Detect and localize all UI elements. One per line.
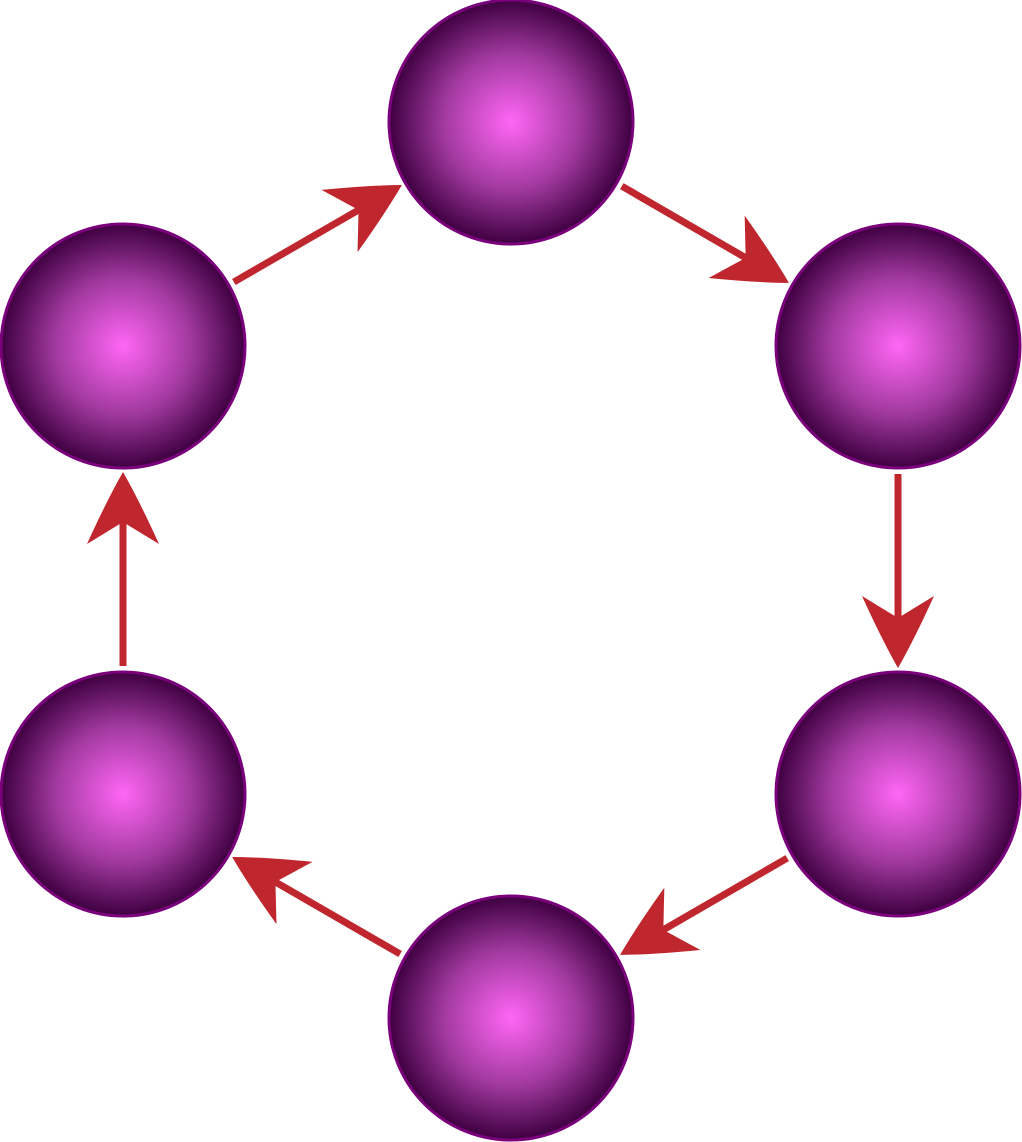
arrow-upper-right-to-lower-right [862, 474, 934, 668]
sphere-node-upper-left [0, 222, 247, 470]
arrow-lower-left-to-upper-left [87, 472, 159, 666]
arrowhead-icon [708, 215, 789, 283]
arrowhead-icon [321, 184, 402, 253]
sphere-node-upper-right [774, 222, 1022, 470]
arrowhead-icon [620, 887, 701, 955]
arrowhead-icon [232, 856, 313, 925]
arrow-upper-left-to-top [232, 184, 402, 286]
arrow-top-to-upper-right [620, 183, 789, 283]
arrow-bottom-to-lower-left [232, 856, 402, 958]
arrow-shaft [232, 206, 361, 286]
arrow-shaft [273, 878, 402, 958]
sphere-node-lower-right [774, 670, 1022, 918]
arrow-shaft [661, 855, 789, 933]
arrow-lower-right-to-bottom [620, 855, 789, 955]
arrows-layer [87, 183, 934, 958]
sphere-node-lower-left [0, 670, 247, 918]
arrowhead-icon [87, 472, 159, 544]
arrow-shaft [620, 183, 748, 261]
arrowhead-icon [862, 596, 934, 668]
sphere-node-bottom [387, 894, 635, 1142]
sphere-node-top [387, 0, 635, 246]
